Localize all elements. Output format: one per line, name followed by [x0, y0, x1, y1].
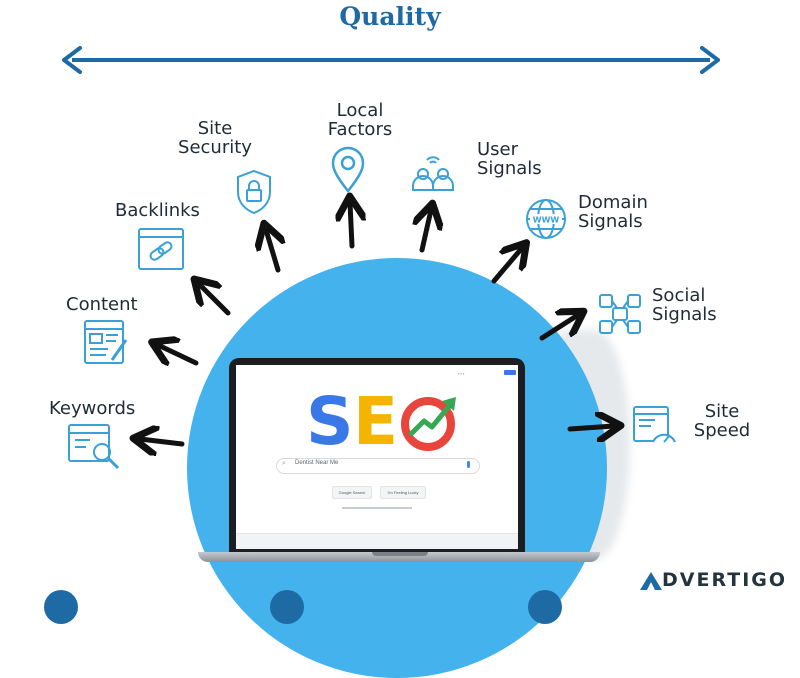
- seo-growth-o-icon: [401, 397, 456, 451]
- arrow-site-security: [266, 230, 278, 273]
- bottom-circle-2: [270, 590, 304, 624]
- arrow-local-factors: [350, 203, 352, 249]
- arrow-domain-signals: [491, 248, 522, 284]
- feeling-lucky-button[interactable]: I'm Feeling Lucky: [380, 486, 426, 499]
- factor-label-local-factors: Local Factors: [327, 100, 393, 140]
- content-icon: [84, 320, 128, 364]
- language-links: [342, 507, 412, 509]
- laptop-notch: [372, 552, 428, 556]
- brand-text: DVERTIGO: [662, 569, 788, 591]
- factor-label-site-security: Site Security: [178, 118, 252, 158]
- bottom-circle-3: [528, 590, 562, 624]
- screen-top-links: ▪ ▪ ▪: [458, 371, 465, 376]
- location-pin-icon: [331, 146, 365, 194]
- search-input[interactable]: ⌕ Dentist Near Me: [276, 458, 480, 474]
- factor-label-keywords: Keywords: [49, 398, 136, 419]
- seo-letter-e: E: [353, 383, 399, 460]
- arrow-user-signals: [422, 210, 431, 253]
- speedometer-icon: [633, 406, 676, 443]
- arrow-keywords: [140, 439, 185, 444]
- microphone-icon[interactable]: [467, 461, 470, 468]
- arrow-social-signals: [539, 315, 578, 341]
- globe-icon: WWW: [526, 199, 566, 239]
- factor-label-content: Content: [66, 294, 138, 315]
- arrow-content: [158, 345, 199, 363]
- factor-label-domain-signals: Domain Signals: [578, 192, 648, 232]
- bottom-circle-1: [44, 590, 78, 624]
- arrow-site-speed: [567, 426, 614, 429]
- arrow-backlinks: [199, 284, 231, 316]
- laptop-screen: ▪ ▪ ▪ S E ⌕ Dentist Near Me Google Searc…: [236, 365, 518, 549]
- screen-footer: [236, 533, 518, 549]
- factor-label-social-signals: Social Signals: [652, 285, 717, 325]
- factor-arrows: [0, 0, 800, 600]
- factor-label-user-signals: User Signals: [477, 139, 542, 179]
- laptop-base: [198, 552, 600, 562]
- screen-signin-badge: [504, 370, 516, 375]
- double-arrow: [62, 46, 720, 74]
- keywords-icon: [68, 424, 120, 470]
- user-signals-icon: [412, 156, 454, 191]
- google-search-button[interactable]: Google Search: [332, 486, 372, 499]
- factor-label-site-speed: Site Speed: [693, 401, 751, 441]
- search-icon: ⌕: [282, 460, 286, 467]
- search-query: Dentist Near Me: [295, 460, 339, 466]
- seo-letter-s: S: [306, 383, 354, 460]
- site-security-icon: [237, 169, 271, 215]
- svg-text:WWW: WWW: [533, 216, 560, 225]
- top-title: Quality: [339, 2, 441, 31]
- factor-label-backlinks: Backlinks: [115, 200, 200, 221]
- social-signals-icon: [599, 294, 641, 334]
- brand-logo-icon: [640, 572, 662, 590]
- backlinks-icon: [138, 228, 184, 270]
- brand-watermark: DVERTIGO: [662, 569, 787, 591]
